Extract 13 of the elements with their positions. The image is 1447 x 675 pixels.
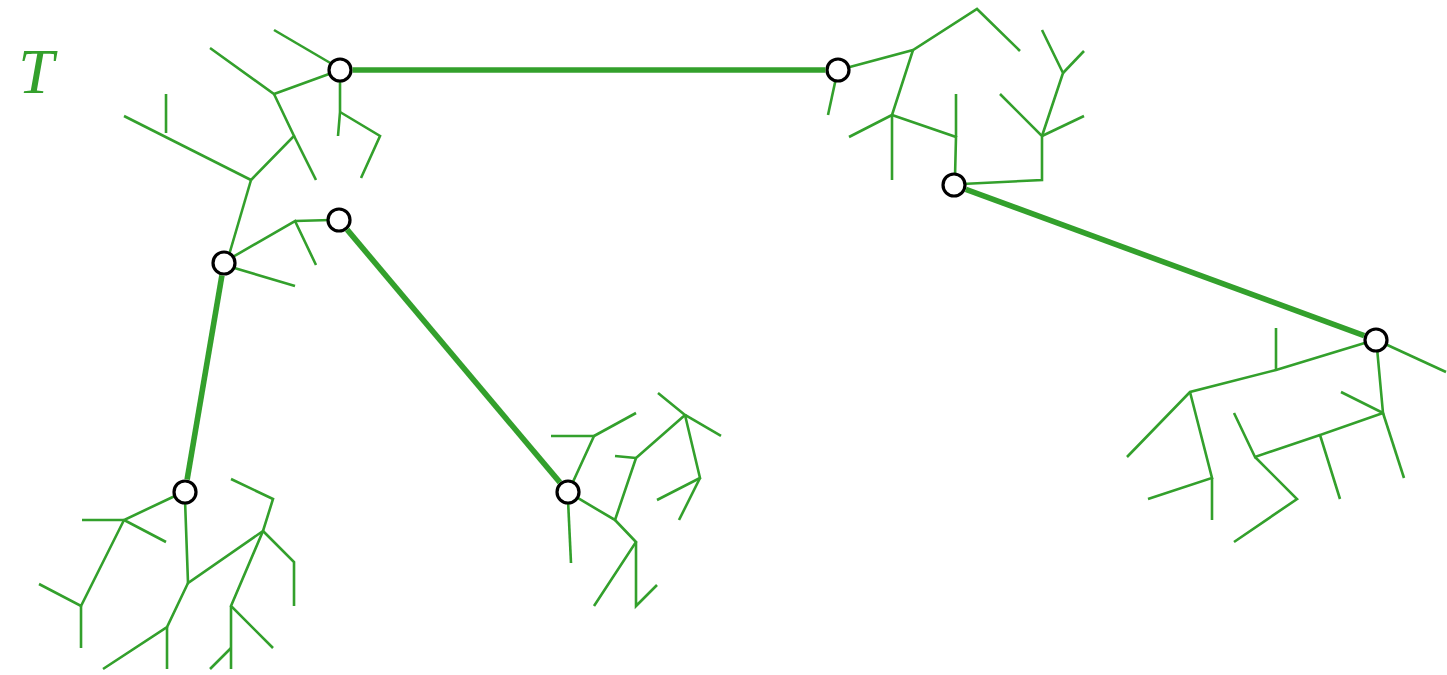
thick-edge <box>344 227 563 485</box>
vertex-circle <box>941 172 967 198</box>
vertex-circle <box>327 57 353 83</box>
vertex-circle <box>825 57 851 83</box>
thick-edge <box>964 186 1366 339</box>
tree-label: T <box>22 51 58 93</box>
vertex-circle <box>1363 327 1389 353</box>
vertex-circle <box>172 479 198 505</box>
thick-edge <box>184 274 225 481</box>
vertex-circle <box>555 479 581 505</box>
vertex-circle <box>326 207 352 233</box>
thick-edge <box>352 67 826 73</box>
vertex-circle <box>211 250 237 276</box>
